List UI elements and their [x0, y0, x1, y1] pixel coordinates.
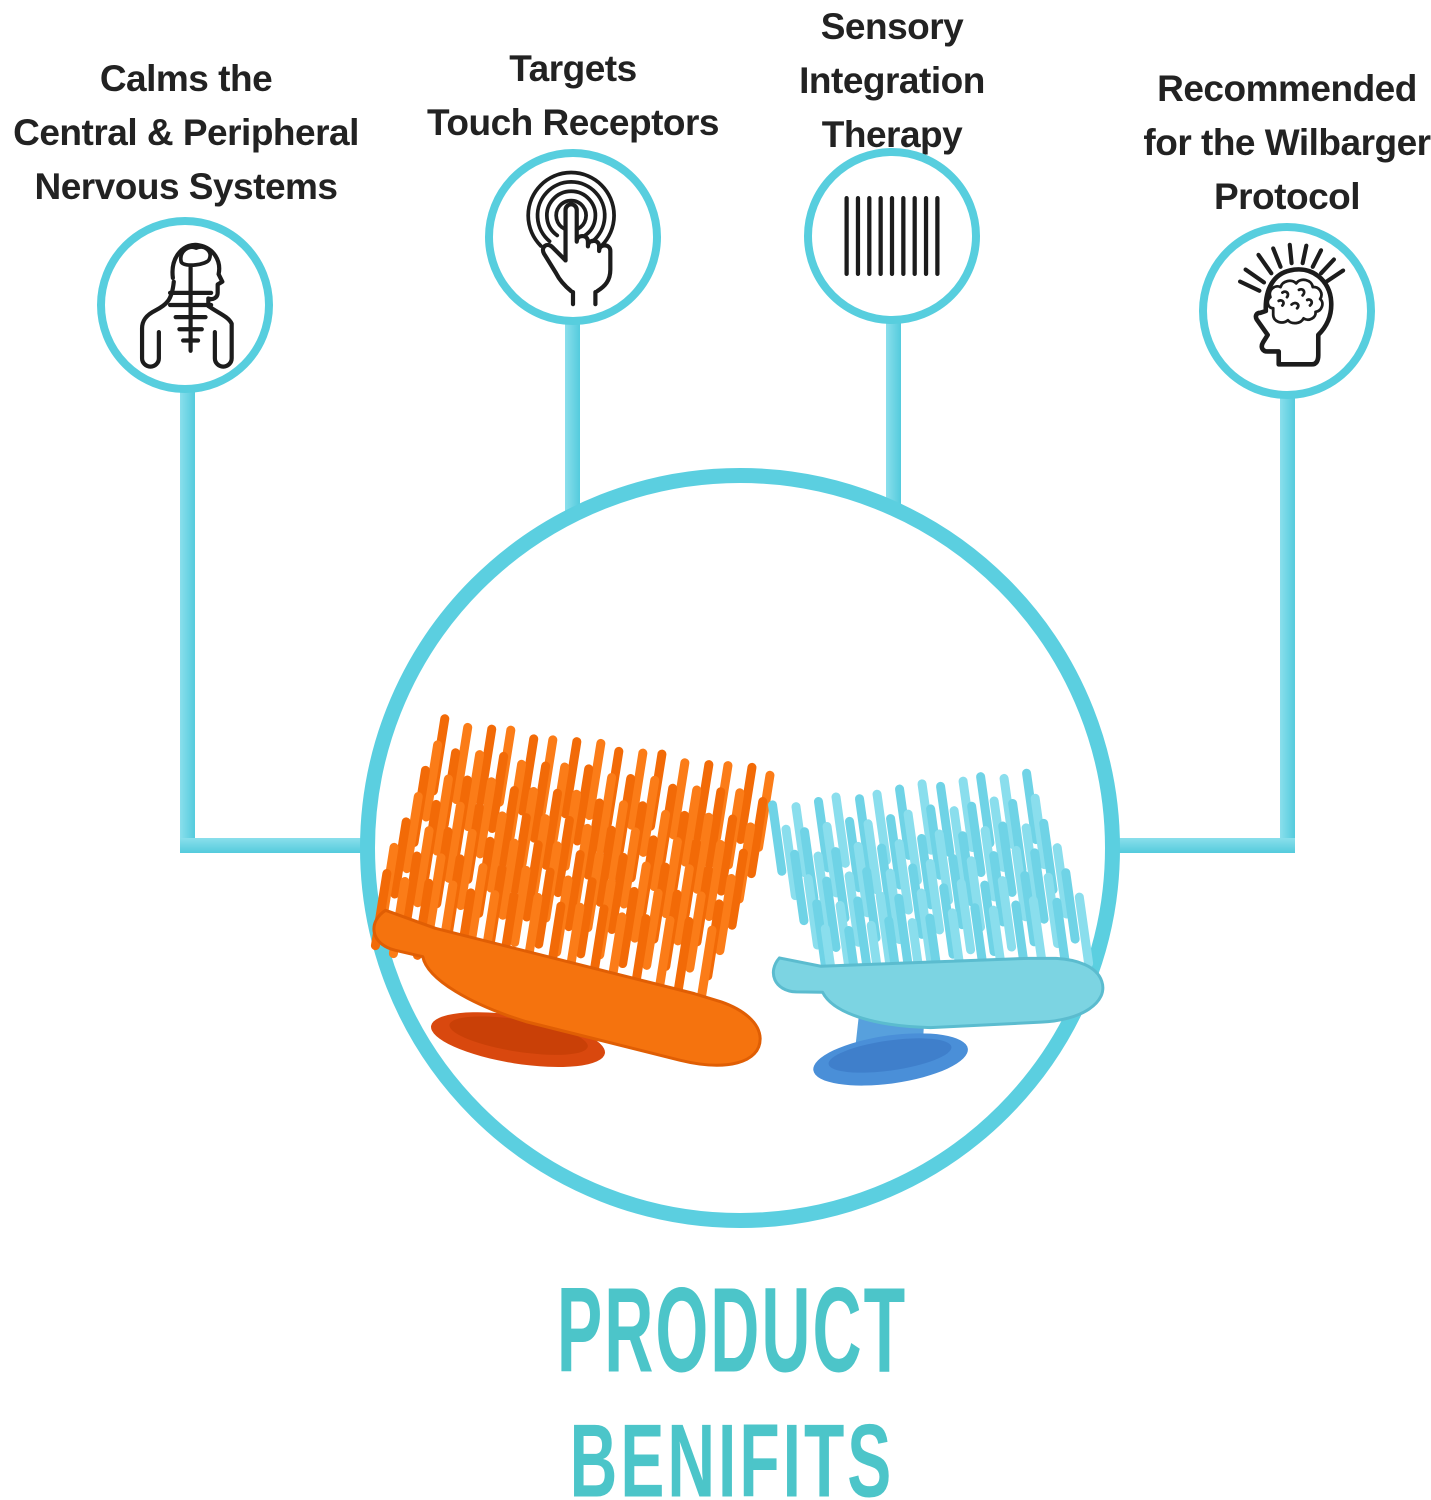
product-image-orange-brush: [370, 714, 775, 1068]
product-photos: [370, 714, 1105, 1086]
label-line: Touch Receptors: [427, 102, 719, 143]
benefit-label-nervous-system: Calms the Central & Peripheral Nervous S…: [0, 52, 416, 214]
label-line: Integration: [799, 60, 985, 101]
title-line-2: BENIFITS: [569, 1401, 895, 1500]
brain-rays-icon: [1238, 242, 1346, 367]
product-image-blue-brush: [768, 768, 1105, 1086]
connector-stem-3: [886, 320, 901, 515]
title-line-1: PRODUCT: [556, 1262, 908, 1399]
label-line: Recommended: [1157, 68, 1417, 109]
benefit-circle-1: [97, 217, 273, 393]
connector-elbow-1: [180, 838, 372, 853]
nervous-system-icon: [139, 242, 234, 369]
benefit-label-wilbarger-protocol: Recommended for the Wilbarger Protocol: [1057, 62, 1431, 224]
touch-receptors-icon: [526, 170, 616, 307]
label-line: for the Wilbarger: [1143, 122, 1431, 163]
label-line: Calms the: [99, 58, 273, 99]
connector-stem-2: [565, 320, 580, 515]
connector-stem-1: [180, 388, 195, 853]
label-line: Sensory: [820, 6, 964, 47]
label-line: Protocol: [1213, 176, 1361, 217]
connector-elbow-4: [1104, 838, 1295, 853]
connector-stem-4: [1280, 395, 1295, 853]
benefit-circle-2: [485, 149, 661, 325]
label-line: Nervous Systems: [34, 166, 338, 207]
benefit-label-touch-receptors: Targets Touch Receptors: [343, 42, 803, 150]
benefit-label-sensory-integration: Sensory Integration Therapy: [662, 0, 1122, 162]
label-line: Central & Peripheral: [13, 112, 359, 153]
benefit-circle-3: [804, 148, 980, 324]
label-line: Targets: [509, 48, 637, 89]
brush-bristles-icon: [844, 196, 940, 276]
benefit-circle-4: [1199, 223, 1375, 399]
